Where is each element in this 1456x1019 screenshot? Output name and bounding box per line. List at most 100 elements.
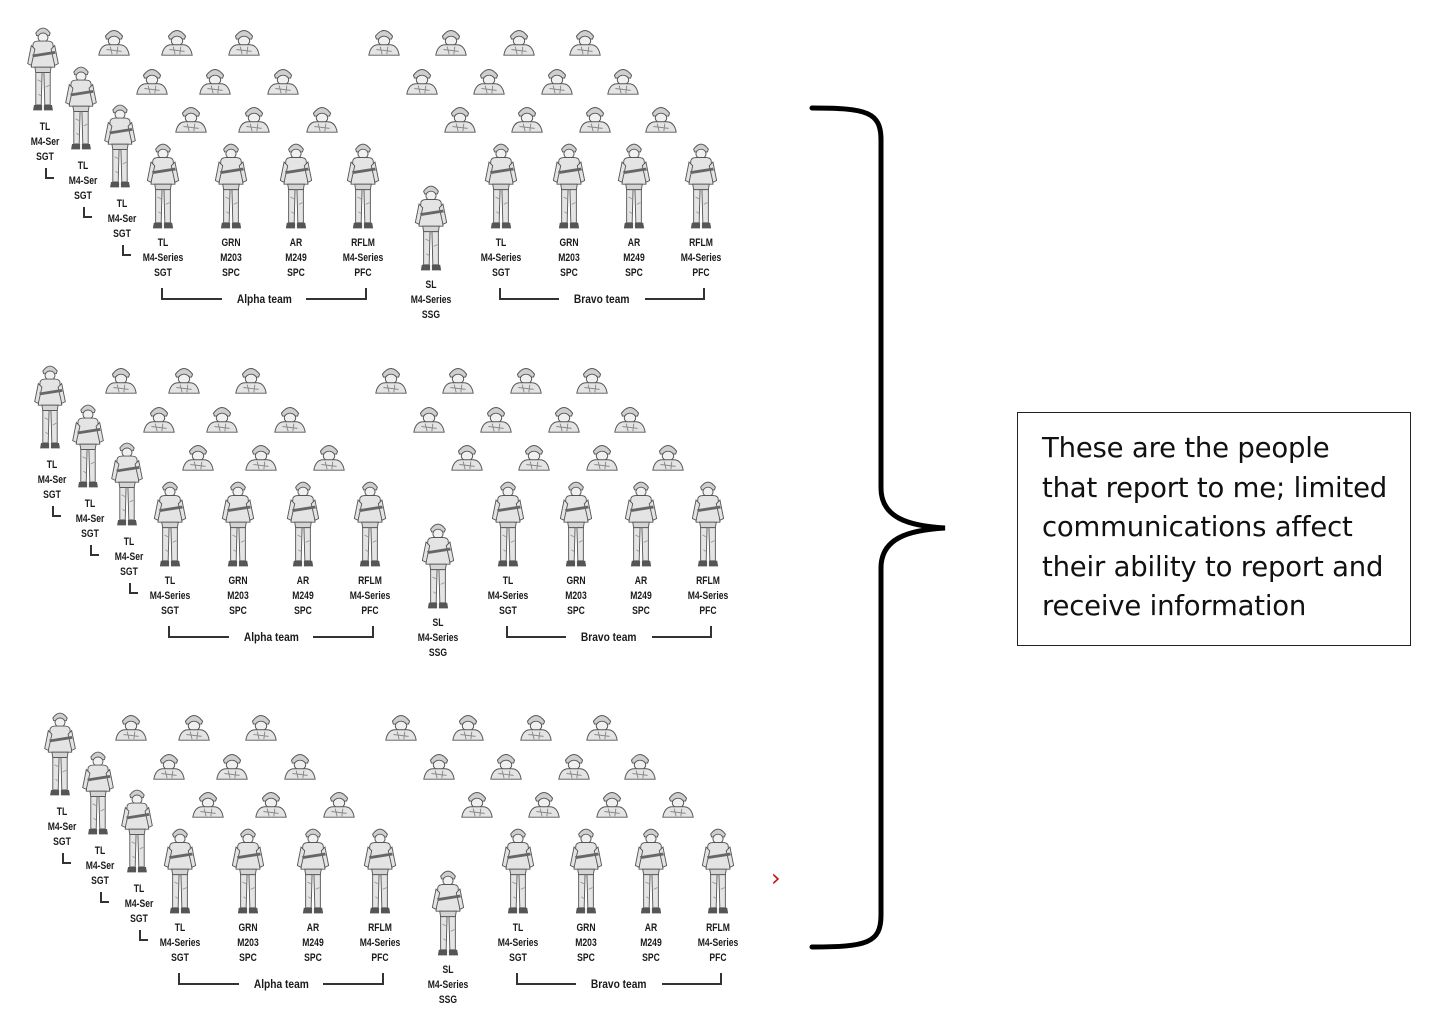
soldier-bust <box>238 107 270 133</box>
soldier-bust <box>323 792 355 818</box>
label-line: M4-Ser <box>68 175 98 187</box>
soldier-bust <box>569 30 601 56</box>
soldier-bust <box>284 754 316 780</box>
soldier-bust <box>645 107 677 133</box>
soldier-bust <box>490 754 522 780</box>
label-line: SGT <box>161 605 179 617</box>
bracket-line <box>661 973 722 985</box>
soldier-bust <box>579 107 611 133</box>
label-line: SGT <box>113 228 131 240</box>
label-line: GRN <box>559 237 579 249</box>
connector-elbow <box>52 506 61 517</box>
bracket-line <box>306 288 367 300</box>
connector-elbow <box>122 245 131 256</box>
soldier-bust <box>510 368 542 394</box>
soldier-bust <box>182 445 214 471</box>
soldier-bust <box>511 107 543 133</box>
soldier-bust <box>228 30 260 56</box>
soldier-figure <box>146 143 180 229</box>
soldier-figure <box>163 828 197 914</box>
label-line: M4-Series <box>427 979 469 991</box>
soldier-figure <box>34 365 66 449</box>
label-line: SGT <box>492 267 510 279</box>
soldier-bust <box>528 792 560 818</box>
soldier-bust <box>444 107 476 133</box>
label-line: SGT <box>171 952 189 964</box>
soldier-bust <box>206 407 238 433</box>
label-line: TL <box>123 536 135 548</box>
label-line: TL <box>495 237 507 249</box>
label-line: SPC <box>294 605 312 617</box>
soldier-bust <box>461 792 493 818</box>
label-line: M4-Ser <box>107 213 137 225</box>
soldier-bust <box>442 368 474 394</box>
label-line: SSG <box>421 309 441 321</box>
connector-elbow <box>45 168 54 179</box>
soldier-figure <box>72 404 104 488</box>
label-line: SL <box>442 964 454 976</box>
soldier-figure <box>617 143 651 229</box>
bracket-line <box>178 973 239 985</box>
team-name: Alpha team <box>236 292 292 306</box>
soldier-figure <box>44 712 76 796</box>
label-line: TL <box>39 121 51 133</box>
bracket-line <box>168 626 229 638</box>
label-line: SL <box>432 617 444 629</box>
soldier-figure <box>701 828 735 914</box>
bracket-line <box>516 973 577 985</box>
soldier-figure <box>559 481 593 567</box>
label-line: AR <box>634 575 648 587</box>
soldier-bust <box>245 715 277 741</box>
soldier-bust <box>586 715 618 741</box>
soldier-figure <box>27 27 59 111</box>
connector-elbow <box>83 207 92 218</box>
bracket-line <box>499 288 560 300</box>
bracket-line <box>161 288 222 300</box>
soldier-bust <box>614 407 646 433</box>
label-line: GRN <box>238 922 258 934</box>
label-line: SPC <box>642 952 660 964</box>
soldier-bust <box>368 30 400 56</box>
soldier-bust <box>652 445 684 471</box>
soldier-figure <box>491 481 525 567</box>
soldier-bust <box>245 445 277 471</box>
soldier-bust <box>518 445 550 471</box>
soldier-figure <box>279 143 313 229</box>
soldier-bust <box>267 69 299 95</box>
bravo-team-bracket: Bravo team <box>516 969 722 991</box>
label-line: SGT <box>43 489 61 501</box>
soldier-figure <box>414 185 448 271</box>
soldier-bust <box>168 368 200 394</box>
soldier-figure <box>214 143 248 229</box>
label-line: SPC <box>625 267 643 279</box>
label-line: RFLM <box>358 575 382 587</box>
soldier-bust <box>451 445 483 471</box>
label-line: SPC <box>304 952 322 964</box>
label-line: M4-Series <box>359 937 401 949</box>
soldier-figure <box>501 828 535 914</box>
label-line: GRN <box>576 922 596 934</box>
label-line: TL <box>174 922 186 934</box>
chevron-right-icon[interactable]: › <box>771 864 781 892</box>
label-line: M4-Series <box>487 590 529 602</box>
bracket-line <box>313 626 374 638</box>
soldier-bust <box>558 754 590 780</box>
note-text: These are the people that report to me; … <box>1042 432 1388 622</box>
label-line: PFC <box>371 952 389 964</box>
label-line: M4-Ser <box>75 513 105 525</box>
soldier-figure <box>82 751 114 835</box>
label-line: RFLM <box>696 575 720 587</box>
